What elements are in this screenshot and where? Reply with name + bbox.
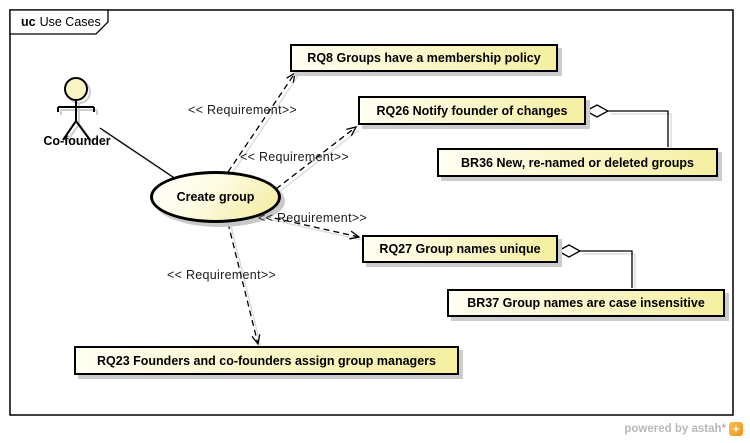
dependency-arrow-rq27[interactable] xyxy=(264,215,361,240)
frame-keyword: uc xyxy=(21,15,36,29)
stereotype-label: << Requirement>> xyxy=(240,150,350,164)
dependency-arrow-rq23[interactable] xyxy=(227,222,261,346)
requirement-node-rq27[interactable]: RQ27 Group names unique xyxy=(362,235,558,263)
actor-arms xyxy=(57,106,95,112)
frame-title-tab xyxy=(9,9,109,35)
actor-label: Co-founder xyxy=(43,134,111,148)
requirement-node-rq8[interactable]: RQ8 Groups have a membership policy xyxy=(290,44,558,72)
stereotype-label: << Requirement>> xyxy=(167,268,277,282)
aggregation-line-rq27-br37[interactable] xyxy=(580,250,633,288)
requirement-node-br36[interactable]: BR36 New, re-named or deleted groups xyxy=(437,148,718,177)
watermark-text: powered by astah* xyxy=(624,423,726,435)
actor-head xyxy=(64,77,88,101)
stereotype-label: << Requirement>> xyxy=(188,103,298,117)
actor-figure-cofounder[interactable] xyxy=(57,77,95,141)
astah-logo-icon xyxy=(729,422,743,436)
actor-legs xyxy=(62,120,91,141)
requirement-node-rq23[interactable]: RQ23 Founders and co-founders assign gro… xyxy=(74,346,459,375)
diagram-frame-border xyxy=(9,9,734,416)
stereotype-label: << Requirement>> xyxy=(258,211,368,225)
requirement-node-br37[interactable]: BR37 Group names are case insensitive xyxy=(447,289,725,317)
aggregation-diamond-icon xyxy=(584,104,610,118)
aggregation-diamond-icon xyxy=(556,244,582,258)
connector-shadows xyxy=(102,75,672,348)
dependency-arrow-rq26[interactable] xyxy=(275,126,358,190)
watermark[interactable]: powered by astah* xyxy=(624,422,743,436)
usecase-node-create-group[interactable]: Create group xyxy=(150,171,281,223)
frame-name: Use Cases xyxy=(39,15,101,29)
aggregation-line-rq26-br36[interactable] xyxy=(608,110,669,147)
requirement-node-rq26[interactable]: RQ26 Notify founder of changes xyxy=(358,96,586,125)
association-line-cofounder-creategroup[interactable] xyxy=(99,127,177,180)
